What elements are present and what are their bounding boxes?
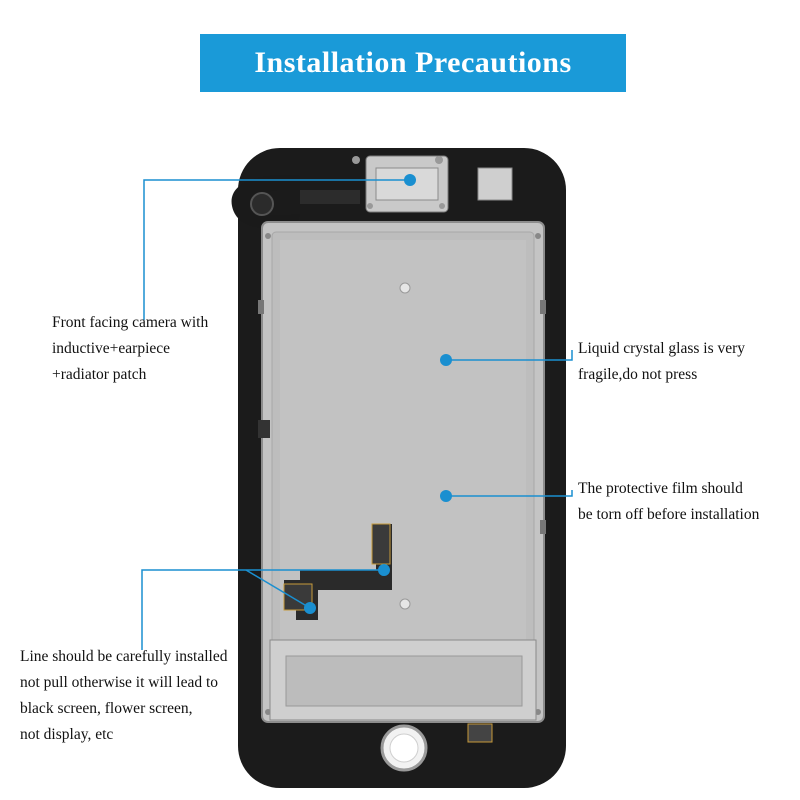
lcd-callout-line <box>446 350 573 361</box>
camera-annotation-line-3: +radiator patch <box>52 366 147 383</box>
camera-annotation-line-1: Front facing camera with <box>52 314 209 331</box>
lcd-annotation-line-1: Liquid crystal glass is very <box>578 340 746 357</box>
camera-flex-loop <box>231 175 300 229</box>
cable-annotation-line-3: black screen, flower screen, <box>20 700 193 717</box>
cable-annotation: Line should be carefully installed not p… <box>20 644 227 748</box>
film-annotation: The protective film should be torn off b… <box>578 476 759 528</box>
lcd-annotation-line-2: fragile,do not press <box>578 366 698 383</box>
cable-callout-line <box>141 569 384 650</box>
callout-lines <box>141 179 573 650</box>
cable-annotation-line-4: not display, etc <box>20 726 114 743</box>
camera-annotation-line-2: inductive+earpiece <box>52 340 171 357</box>
camera-callout-line <box>143 179 410 320</box>
film-annotation-line-1: The protective film should <box>578 480 743 497</box>
page-title: Installation Precautions <box>254 46 572 79</box>
lcd-annotation: Liquid crystal glass is very fragile,do … <box>578 336 745 388</box>
film-callout-line <box>446 490 573 497</box>
cable-annotation-line-1: Line should be carefully installed <box>20 648 228 665</box>
cable-annotation-line-2: not pull otherwise it will lead to <box>20 674 219 691</box>
front-camera <box>250 192 274 216</box>
proximity-sensor <box>477 167 513 201</box>
title-banner: Installation Precautions <box>200 34 626 92</box>
film-annotation-line-2: be torn off before installation <box>578 506 760 523</box>
callout-dots <box>304 174 452 614</box>
camera-annotation: Front facing camera with inductive+earpi… <box>52 310 208 388</box>
